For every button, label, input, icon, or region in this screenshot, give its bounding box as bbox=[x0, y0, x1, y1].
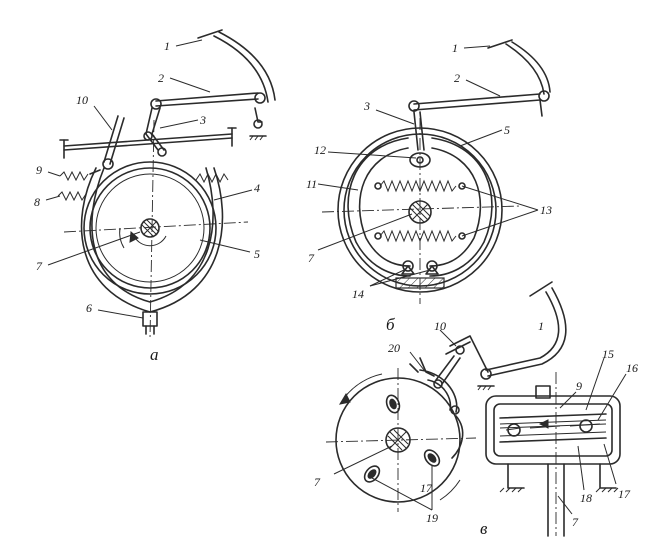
callout-c-20: 20 bbox=[388, 341, 400, 355]
caption-b: б bbox=[386, 315, 395, 334]
rod-2-a bbox=[150, 92, 259, 110]
lever-3-b bbox=[413, 111, 425, 151]
callout-b-2: 2 bbox=[454, 71, 460, 85]
shaft-7-c bbox=[547, 372, 565, 537]
callout-c-17a: 17 bbox=[420, 481, 433, 495]
caption-c: в bbox=[480, 519, 488, 538]
callout-a-7: 7 bbox=[36, 259, 43, 273]
callout-a-10: 10 bbox=[76, 93, 88, 107]
callout-a-9: 9 bbox=[36, 163, 42, 177]
horizontal-axis-a bbox=[63, 221, 249, 233]
callout-c-18: 18 bbox=[580, 491, 592, 505]
pedal-c bbox=[477, 281, 567, 391]
callout-a-2: 2 bbox=[158, 71, 164, 85]
callout-c-17b: 17 bbox=[618, 487, 631, 501]
adjuster-6-a bbox=[142, 311, 158, 335]
bell-crank-10-c bbox=[433, 335, 489, 389]
horizontal-axis-c bbox=[325, 437, 477, 443]
lever-3-a bbox=[143, 107, 167, 157]
spring-8-9-a bbox=[57, 170, 89, 202]
drum-5 bbox=[83, 161, 217, 295]
callout-b-1: 1 bbox=[452, 41, 458, 55]
shaft-7-a bbox=[140, 218, 160, 238]
callout-c-9: 9 bbox=[576, 379, 582, 393]
callout-c-1: 1 bbox=[538, 319, 544, 333]
callout-b-12: 12 bbox=[314, 143, 326, 157]
vertical-axis-a bbox=[149, 119, 155, 339]
callout-b-14: 14 bbox=[352, 287, 364, 301]
rod-2-b bbox=[408, 93, 541, 112]
callout-b-11: 11 bbox=[306, 177, 317, 191]
ground-supports-c bbox=[499, 463, 619, 493]
shoe-brake-assembly bbox=[321, 39, 551, 304]
callout-b-7: 7 bbox=[308, 251, 315, 265]
callout-a-6: 6 bbox=[86, 301, 92, 315]
callout-c-19: 19 bbox=[426, 511, 438, 525]
lever-10-a bbox=[102, 115, 125, 170]
callout-c-7a: 7 bbox=[314, 475, 321, 489]
callout-b-13: 13 bbox=[540, 203, 552, 217]
callout-a-4: 4 bbox=[254, 181, 260, 195]
callout-c-10: 10 bbox=[434, 319, 446, 333]
friction-discs-15-16 bbox=[499, 419, 607, 437]
callout-b-5: 5 bbox=[504, 123, 510, 137]
return-springs-13 bbox=[374, 179, 466, 243]
brake-shoes-11 bbox=[347, 137, 493, 277]
pedal-b bbox=[487, 39, 551, 117]
housing-9 bbox=[485, 385, 621, 465]
callout-c-7b: 7 bbox=[572, 515, 579, 529]
leader-lines bbox=[45, 39, 627, 515]
callout-b-3: 3 bbox=[363, 99, 370, 113]
pedal-a bbox=[197, 29, 276, 141]
rotation-arrows-c bbox=[338, 373, 461, 501]
callout-a-5: 5 bbox=[254, 247, 260, 261]
callout-c-15: 15 bbox=[602, 347, 614, 361]
callout-c-16: 16 bbox=[626, 361, 638, 375]
band-brake-assembly bbox=[57, 29, 276, 339]
caption-a: а bbox=[150, 345, 159, 364]
disc-brake-assembly bbox=[325, 281, 621, 537]
horizontal-axis-b bbox=[321, 205, 521, 213]
spring-right-a bbox=[195, 172, 229, 184]
rollers-19 bbox=[363, 394, 441, 483]
frame-bar-a bbox=[59, 127, 237, 159]
callout-a-1: 1 bbox=[164, 39, 170, 53]
callout-a-8: 8 bbox=[34, 195, 40, 209]
callout-a-3: 3 bbox=[199, 113, 206, 127]
callout-labels: 1 2 3 4 5 6 7 8 9 10 а 1 2 3 5 7 11 12 1… bbox=[34, 39, 638, 538]
